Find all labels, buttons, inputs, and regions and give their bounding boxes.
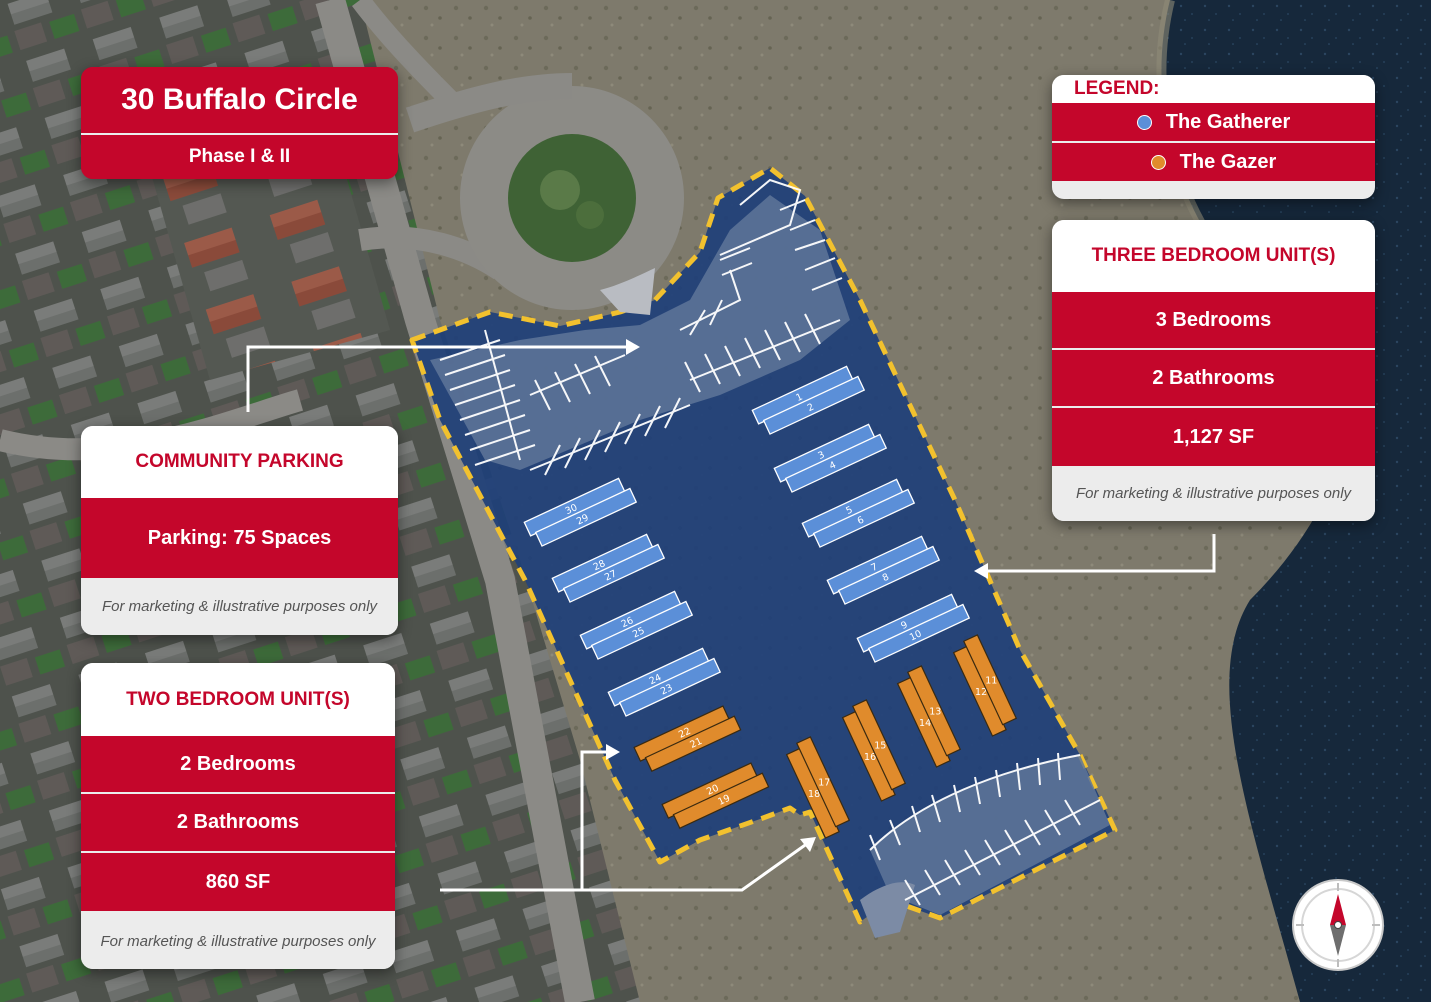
callout-arrows [246, 345, 1216, 892]
gatherer-unit[interactable] [590, 600, 694, 660]
gatherer-dot-icon [1136, 114, 1152, 130]
three-bedroom-area: 1,127 SF [1052, 406, 1375, 466]
two-bedroom-arrow-b [582, 841, 809, 892]
gatherer-unit[interactable] [562, 543, 666, 603]
title-card: 30 Buffalo Circle Phase I & II [81, 67, 398, 179]
unit-number-label: 21 [688, 736, 704, 751]
unit-number-label: 8 [881, 572, 891, 585]
two-bedroom-arrowhead-a [606, 744, 620, 760]
gatherer-unit[interactable] [534, 487, 638, 547]
gazer-unit[interactable] [795, 736, 851, 828]
three-bedroom-arrowhead [974, 563, 988, 579]
three-bedroom-heading: THREE BEDROOM UNIT(S) [1052, 220, 1375, 292]
unit-number-label: 13 [929, 707, 941, 718]
unit-number-label: 5 [844, 504, 854, 517]
unit-number-label: 23 [659, 682, 675, 697]
unit-number-label: 11 [985, 676, 997, 687]
unit-number-label: 15 [874, 741, 886, 752]
parking-arrow [246, 345, 632, 412]
parking-spaces: Parking: 75 Spaces [81, 498, 398, 578]
unit-number-label: 29 [575, 512, 591, 527]
gazer-unit[interactable] [672, 772, 770, 830]
two-bedroom-bedrooms: 2 Bedrooms [81, 736, 395, 792]
property-name: 30 Buffalo Circle [81, 67, 398, 133]
unit-number-label: 1 [794, 391, 804, 404]
three-bedroom-bathrooms: 2 Bathrooms [1052, 348, 1375, 406]
unit-number-label: 25 [631, 625, 647, 640]
three-bedroom-card: THREE BEDROOM UNIT(S) 3 Bedrooms 2 Bathr… [1052, 220, 1375, 521]
gatherer-unit[interactable] [784, 433, 888, 493]
three-bedroom-arrow [982, 534, 1216, 573]
legend-item-gatherer-label: The Gatherer [1165, 110, 1291, 133]
gazer-dot-icon [1150, 154, 1166, 170]
legend-card: LEGEND: The Gatherer The Gazer [1052, 75, 1375, 199]
unit-number-label: 10 [908, 628, 924, 643]
gatherer-unit-pair[interactable]: 910 [856, 592, 971, 665]
gazer-unit[interactable] [644, 715, 742, 773]
gatherer-unit[interactable] [762, 375, 866, 435]
gatherer-unit[interactable] [867, 603, 971, 663]
community-parking-card: COMMUNITY PARKING Parking: 75 Spaces For… [81, 426, 398, 635]
gazer-unit[interactable] [962, 634, 1018, 726]
unit-number-label: 6 [856, 515, 866, 528]
unit-number-label: 12 [975, 687, 987, 698]
unit-number-label: 4 [828, 460, 838, 473]
phase-label: Phase I & II [81, 133, 398, 179]
legend-item-gazer-label: The Gazer [1179, 150, 1277, 173]
unit-number-label: 17 [818, 778, 830, 789]
two-bedroom-heading: TWO BEDROOM UNIT(S) [81, 663, 395, 736]
unit-number-label: 7 [869, 561, 879, 574]
two-bedroom-arrowhead-b [800, 837, 816, 852]
two-bedroom-bathrooms: 2 Bathrooms [81, 792, 395, 851]
parking-heading: COMMUNITY PARKING [81, 426, 398, 498]
two-bedroom-disclaimer: For marketing & illustrative purposes on… [81, 911, 395, 969]
gatherer-unit-pair[interactable]: 12 [751, 364, 866, 437]
compass-icon[interactable] [1291, 878, 1385, 972]
two-bedroom-arrow-a [440, 750, 612, 892]
unit-number-label: 9 [899, 619, 909, 632]
unit-number-label: 14 [919, 718, 931, 729]
legend-item-gazer: The Gazer [1052, 141, 1375, 181]
three-bedroom-disclaimer: For marketing & illustrative purposes on… [1052, 466, 1375, 521]
unit-number-label: 18 [808, 789, 820, 800]
gazer-unit[interactable] [851, 699, 907, 791]
unit-number-label: 16 [864, 752, 876, 763]
gatherer-unit-pair[interactable]: 34 [773, 422, 888, 495]
unit-number-label: 19 [716, 793, 732, 808]
legend-heading: LEGEND: [1052, 75, 1375, 103]
unit-number-label: 3 [816, 449, 826, 462]
two-bedroom-area: 860 SF [81, 851, 395, 911]
parking-arrowhead [626, 339, 640, 355]
two-bedroom-card: TWO BEDROOM UNIT(S) 2 Bedrooms 2 Bathroo… [81, 663, 395, 969]
gazer-unit[interactable] [906, 665, 962, 757]
unit-number-label: 27 [603, 568, 619, 583]
gatherer-unit[interactable] [837, 545, 941, 605]
three-bedroom-bedrooms: 3 Bedrooms [1052, 292, 1375, 348]
parking-disclaimer: For marketing & illustrative purposes on… [81, 578, 398, 635]
unit-number-label: 2 [806, 402, 816, 415]
gatherer-unit-pair[interactable]: 56 [801, 477, 916, 550]
gatherer-unit[interactable] [812, 488, 916, 548]
legend-item-gatherer: The Gatherer [1052, 103, 1375, 141]
gatherer-unit[interactable] [618, 657, 722, 717]
gatherer-unit-pair[interactable]: 78 [826, 534, 941, 607]
